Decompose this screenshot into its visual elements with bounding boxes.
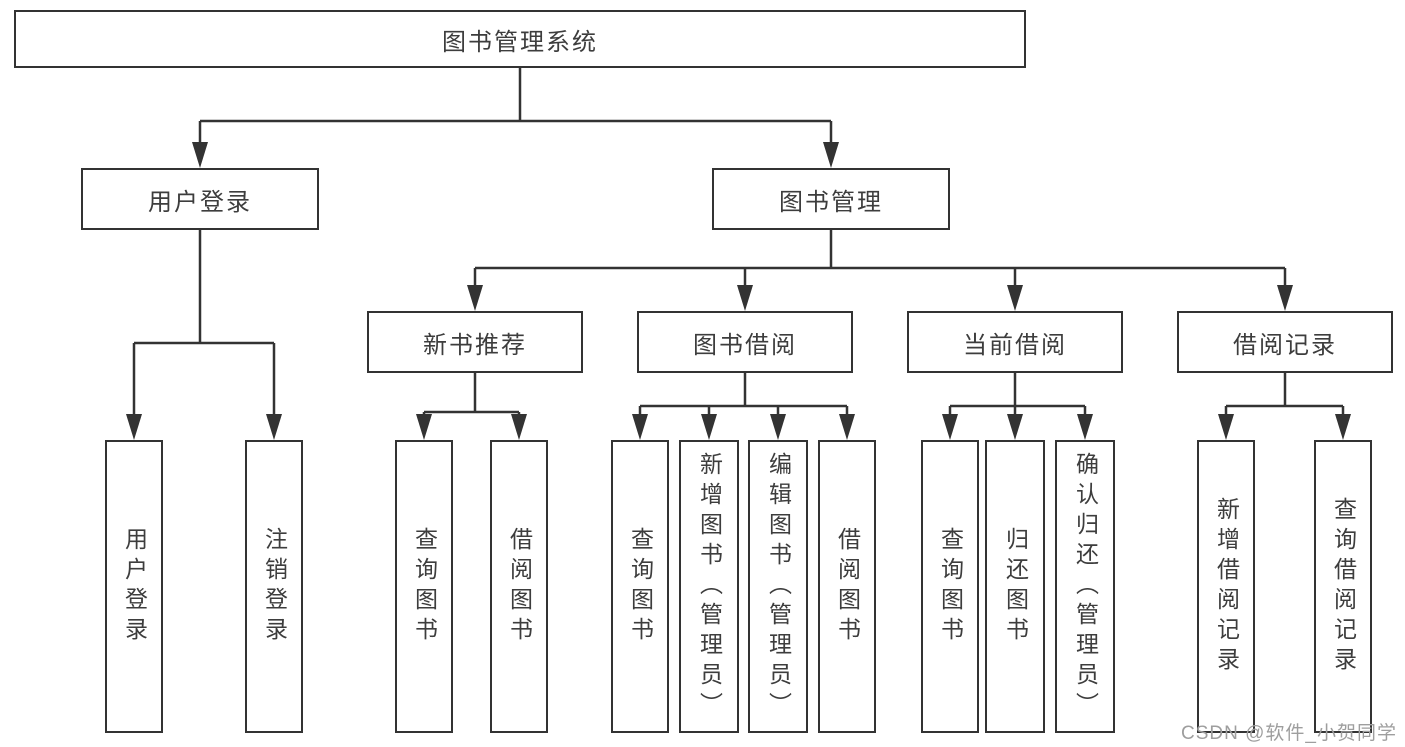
arrowhead-icon	[416, 414, 432, 440]
node-root-label: 图书管理系统	[442, 28, 598, 56]
node-current-borrow-label: 当前借阅	[963, 331, 1067, 359]
arrowhead-icon	[770, 414, 786, 440]
leaf-newrec-borrow-book-label: 借阅图书	[506, 526, 533, 647]
leaf-records-add-record-label: 新增借阅记录	[1213, 496, 1240, 677]
node-book-mgmt: 图书管理	[712, 168, 950, 230]
leaf-logout-label: 注销登录	[261, 526, 288, 647]
arrowhead-icon	[942, 414, 958, 440]
leaf-records-add-record: 新增借阅记录	[1197, 440, 1255, 733]
edge-root-to-level2	[198, 68, 833, 150]
leaf-borrow-query-book-label: 查询图书	[627, 526, 654, 647]
edge-book-borrow-children	[638, 373, 849, 422]
leaf-current-confirm-return-label: 确认归还（管理员）	[1072, 451, 1099, 722]
leaf-logout: 注销登录	[245, 440, 303, 733]
leaf-records-query-record: 查询借阅记录	[1314, 440, 1372, 733]
arrowhead-icon	[737, 285, 753, 311]
edge-current-borrow-children	[948, 373, 1087, 422]
node-book-borrow: 图书借阅	[637, 311, 853, 373]
arrowhead-icon	[1007, 285, 1023, 311]
node-borrow-records: 借阅记录	[1177, 311, 1393, 373]
edge-book-mgmt-sections	[473, 230, 1287, 293]
arrowhead-icon	[511, 414, 527, 440]
leaf-borrow-borrow-book: 借阅图书	[818, 440, 876, 733]
node-book-borrow-label: 图书借阅	[693, 331, 797, 359]
leaf-current-return-book-label: 归还图书	[1002, 526, 1029, 647]
arrowhead-icon	[701, 414, 717, 440]
leaf-newrec-borrow-book: 借阅图书	[490, 440, 548, 733]
node-book-mgmt-label: 图书管理	[779, 188, 883, 216]
leaf-current-query-book: 查询图书	[921, 440, 979, 733]
arrowhead-icon	[1007, 414, 1023, 440]
watermark: CSDN @软件_小贺同学	[1181, 723, 1397, 744]
node-current-borrow: 当前借阅	[907, 311, 1123, 373]
edge-new-book-rec-children	[422, 373, 521, 422]
leaf-borrow-add-book: 新增图书（管理员）	[679, 440, 739, 733]
arrowhead-icon	[632, 414, 648, 440]
arrowhead-icon	[192, 142, 208, 168]
leaf-user-login-label: 用户登录	[121, 526, 148, 647]
leaf-current-return-book: 归还图书	[985, 440, 1045, 733]
leaf-user-login: 用户登录	[105, 440, 163, 733]
leaf-borrow-edit-book-label: 编辑图书（管理员）	[765, 451, 792, 722]
leaf-borrow-query-book: 查询图书	[611, 440, 669, 733]
arrowhead-icon	[1218, 414, 1234, 440]
leaf-current-query-book-label: 查询图书	[937, 526, 964, 647]
node-new-book-rec: 新书推荐	[367, 311, 583, 373]
leaf-borrow-borrow-book-label: 借阅图书	[834, 526, 861, 647]
arrowhead-icon	[126, 414, 142, 440]
node-user-login: 用户登录	[81, 168, 319, 230]
node-root: 图书管理系统	[14, 10, 1026, 68]
node-new-book-rec-label: 新书推荐	[423, 331, 527, 359]
arrowhead-icon	[823, 142, 839, 168]
leaf-borrow-edit-book: 编辑图书（管理员）	[748, 440, 808, 733]
node-borrow-records-label: 借阅记录	[1233, 331, 1337, 359]
leaf-newrec-query-book: 查询图书	[395, 440, 453, 733]
leaf-borrow-add-book-label: 新增图书（管理员）	[696, 451, 723, 722]
node-user-login-label: 用户登录	[148, 188, 252, 216]
arrowhead-icon	[1335, 414, 1351, 440]
edge-user-login-children	[132, 230, 276, 422]
arrowhead-icon	[1077, 414, 1093, 440]
leaf-newrec-query-book-label: 查询图书	[411, 526, 438, 647]
edge-borrow-records-children	[1224, 373, 1345, 422]
arrowhead-icon	[839, 414, 855, 440]
arrowhead-icon	[1277, 285, 1293, 311]
arrowhead-icon	[266, 414, 282, 440]
arrowhead-icon	[467, 285, 483, 311]
leaf-current-confirm-return: 确认归还（管理员）	[1055, 440, 1115, 733]
leaf-records-query-record-label: 查询借阅记录	[1330, 496, 1357, 677]
